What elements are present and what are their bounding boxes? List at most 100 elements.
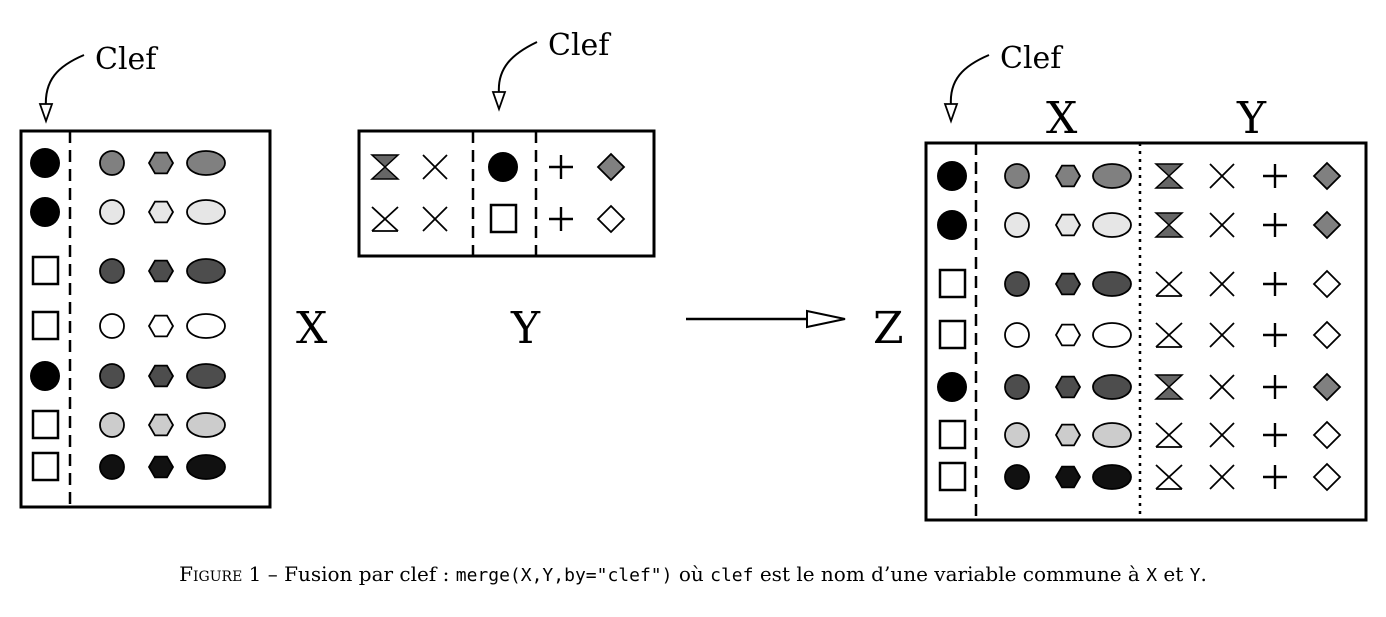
circle-icon xyxy=(99,258,125,284)
hourglass-line xyxy=(1155,271,1183,297)
circle-icon xyxy=(99,150,125,176)
clef-label-z: Clef xyxy=(1000,41,1063,76)
circle-icon xyxy=(1004,212,1030,238)
hourglass-bottom xyxy=(1154,174,1184,189)
hourglass-top xyxy=(1154,374,1184,389)
caption-text-1: Fusion par clef : xyxy=(284,562,450,586)
key-square-icon xyxy=(938,268,967,299)
circle-icon xyxy=(99,199,125,225)
key-square-icon xyxy=(31,255,60,286)
clef-label-x: Clef xyxy=(95,42,158,77)
key-filled-circle-icon xyxy=(30,148,60,178)
ellipse-icon xyxy=(1092,271,1132,297)
diamond-open-icon xyxy=(596,204,626,234)
hexagon-icon xyxy=(147,455,175,479)
hexagon-icon xyxy=(147,259,175,283)
circle-icon xyxy=(99,412,125,438)
merge-diagram: Clef X Clef Y Z Clef X Y xyxy=(19,28,1368,522)
arrowhead-icon xyxy=(806,309,846,329)
cross-stroke xyxy=(1209,422,1235,448)
ellipse-icon xyxy=(186,313,226,339)
label-x: X xyxy=(296,303,328,354)
diamond-filled-icon xyxy=(1312,210,1342,240)
label-y: Y xyxy=(510,303,541,354)
figure-caption: Figure 1 – Fusion par clef : merge(X,Y,b… xyxy=(0,562,1386,586)
cross-stroke xyxy=(1209,212,1235,238)
key-filled-circle-icon xyxy=(937,372,967,402)
hourglass-filled-icon xyxy=(1154,374,1184,400)
key-square-icon xyxy=(489,203,518,234)
hourglass-line xyxy=(371,206,399,232)
circle-icon xyxy=(1004,322,1030,348)
key-square-icon xyxy=(938,419,967,450)
key-square-icon xyxy=(31,310,60,341)
table-y xyxy=(357,129,656,258)
cross-icon xyxy=(1209,271,1235,297)
cross-icon xyxy=(422,154,448,180)
table-x xyxy=(19,129,272,509)
caption-code-y: Y xyxy=(1189,565,1201,586)
ellipse-icon xyxy=(1092,422,1132,448)
arrowhead-icon xyxy=(38,103,54,124)
hourglass-line xyxy=(1155,464,1183,490)
key-filled-circle-icon xyxy=(488,152,518,182)
circle-icon xyxy=(1004,163,1030,189)
circle-icon xyxy=(99,313,125,339)
cross-icon xyxy=(1209,464,1235,490)
hexagon-icon xyxy=(147,413,175,437)
clef-arrow-x xyxy=(44,54,85,109)
ellipse-icon xyxy=(1092,464,1132,490)
hourglass-bottom xyxy=(1154,385,1184,400)
plus-icon xyxy=(1263,323,1287,347)
hourglass-top xyxy=(370,154,400,169)
key-filled-circle-icon xyxy=(937,161,967,191)
diamond-filled-icon xyxy=(596,152,626,182)
caption-dash: – xyxy=(267,562,278,586)
label-z: Z xyxy=(873,303,904,354)
plus-icon xyxy=(549,155,573,179)
cross-stroke xyxy=(1209,322,1235,348)
hourglass-open-icon xyxy=(1155,422,1183,448)
hourglass-open-icon xyxy=(1155,322,1183,348)
hourglass-filled-icon xyxy=(1154,212,1184,238)
table-z-header-x: X xyxy=(1046,93,1078,144)
table-x-frame xyxy=(19,129,272,509)
table-z xyxy=(924,141,1368,522)
key-square-icon xyxy=(31,409,60,440)
circle-icon xyxy=(1004,422,1030,448)
hourglass-open-icon xyxy=(371,206,399,232)
diamond-open-icon xyxy=(1312,462,1342,492)
cross-stroke xyxy=(422,154,448,180)
hexagon-icon xyxy=(1054,423,1082,447)
diamond-filled-icon xyxy=(1312,161,1342,191)
caption-text-2: où xyxy=(678,562,704,586)
hexagon-icon xyxy=(1054,323,1082,347)
ellipse-icon xyxy=(186,199,226,225)
cross-icon xyxy=(1209,322,1235,348)
clef-label-y: Clef xyxy=(548,28,611,63)
diamond-open-icon xyxy=(1312,420,1342,450)
plus-icon xyxy=(1263,272,1287,296)
table-y-frame xyxy=(357,129,656,258)
key-filled-circle-icon xyxy=(30,361,60,391)
circle-icon xyxy=(99,363,125,389)
hexagon-icon xyxy=(1054,213,1082,237)
hexagon-icon xyxy=(1054,272,1082,296)
cross-stroke xyxy=(1209,374,1235,400)
circle-icon xyxy=(1004,464,1030,490)
circle-icon xyxy=(1004,271,1030,297)
ellipse-icon xyxy=(1092,163,1132,189)
caption-code-merge: merge(X,Y,by="clef") xyxy=(455,565,673,586)
table-z-header-y: Y xyxy=(1236,93,1267,144)
key-square-icon xyxy=(31,451,60,482)
cross-icon xyxy=(422,206,448,232)
cross-stroke xyxy=(1209,271,1235,297)
key-filled-circle-icon xyxy=(937,210,967,240)
hourglass-bottom xyxy=(370,165,400,180)
plus-icon xyxy=(1263,423,1287,447)
hourglass-line xyxy=(1155,422,1183,448)
plus-icon xyxy=(1263,164,1287,188)
cross-stroke xyxy=(1209,464,1235,490)
caption-figure-number: Figure 1 xyxy=(179,562,262,586)
ellipse-icon xyxy=(1092,212,1132,238)
